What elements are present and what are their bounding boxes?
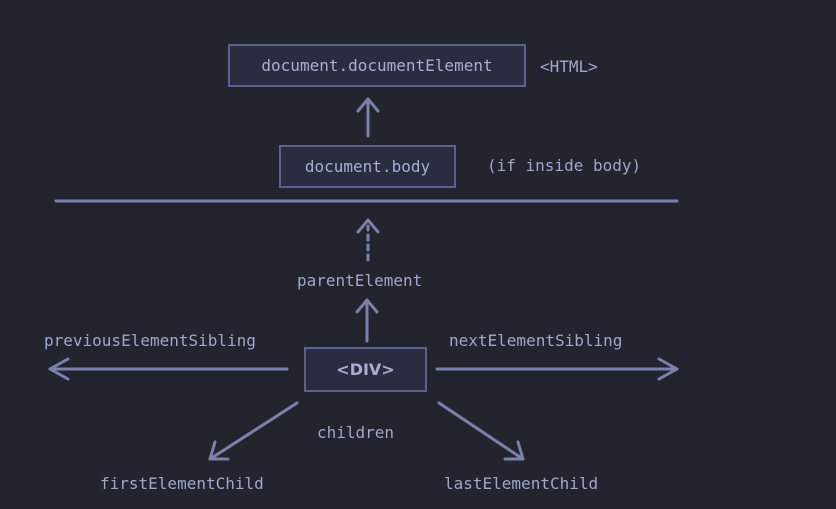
children-label: children	[317, 423, 395, 442]
document-body-box: document.body	[279, 145, 456, 188]
document-element-label: document.documentElement	[261, 56, 493, 75]
div-box: <DIV>	[304, 347, 427, 392]
arrow-body-to-document-element	[356, 97, 380, 138]
next-sibling-label: nextElementSibling	[449, 331, 623, 350]
arrow-first-child	[208, 401, 299, 461]
document-body-label: document.body	[304, 157, 431, 176]
parent-element-label: parentElement	[297, 271, 423, 290]
html-tag-label: <HTML>	[540, 57, 598, 76]
arrow-last-child	[437, 401, 525, 461]
arrow-next-sibling	[435, 357, 679, 381]
dashed-arrow-up	[356, 218, 380, 262]
body-note-label: (if inside body)	[487, 156, 642, 175]
first-child-label: firstElementChild	[100, 474, 264, 493]
document-element-box: document.documentElement	[228, 44, 526, 87]
last-child-label: lastElementChild	[444, 474, 599, 493]
arrow-previous-sibling	[48, 357, 289, 381]
arrow-div-to-parent	[355, 298, 379, 343]
div-label: <DIV>	[336, 360, 395, 379]
previous-sibling-label: previousElementSibling	[44, 331, 256, 350]
